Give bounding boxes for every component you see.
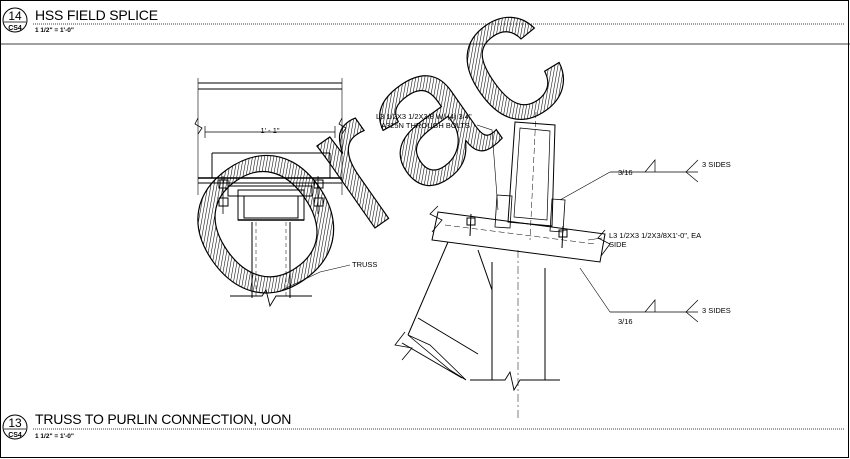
weld-size-bottom: 3/16 <box>618 317 633 326</box>
detail-13-number: 13 <box>8 416 22 430</box>
detail-13-bubble <box>2 414 28 440</box>
weld-sides-top: 3 SIDES <box>702 160 731 169</box>
weld-size-top: 3/16 <box>618 168 633 177</box>
elevation-detail <box>194 78 351 308</box>
detail-14-sheet: CS4 <box>8 25 22 32</box>
detail-13-title-block: 13 CS4 TRUSS TO PURLIN CONNECTION, UON 1… <box>2 411 845 440</box>
watermark-text: Orac <box>145 0 604 354</box>
bolts-note-line-1: L3 1/2X3 1/2X3/8 W/ (4) 3/4" <box>376 112 472 121</box>
detail-14-scale: 1 1/2" = 1'-0" <box>35 27 74 34</box>
angle-note-line-1: L3 1/2X3 1/2X3/8X1'-0", EA <box>609 231 701 240</box>
connection-detail <box>394 111 699 420</box>
weld-sides-bottom: 3 SIDES <box>702 306 731 315</box>
dimension-label: 1' - 1" <box>260 126 279 135</box>
bolts-note-line-2: A325N THROUGH BOLTS <box>381 121 470 130</box>
angle-note-line-2: SIDE <box>609 240 627 249</box>
detail-14-bubble <box>2 7 28 33</box>
detail-13-title: TRUSS TO PURLIN CONNECTION, UON <box>35 411 291 427</box>
detail-14-number: 14 <box>8 9 22 23</box>
detail-14-title-block: 14 CS4 HSS FIELD SPLICE 1 1/2" = 1'-0" <box>2 7 845 34</box>
watermark: Orac <box>144 0 604 354</box>
truss-label: TRUSS <box>352 260 377 269</box>
detail-13-scale: 1 1/2" = 1'-0" <box>35 433 74 440</box>
detail-13-sheet: CS4 <box>8 432 22 439</box>
detail-14-title: HSS FIELD SPLICE <box>35 7 158 23</box>
